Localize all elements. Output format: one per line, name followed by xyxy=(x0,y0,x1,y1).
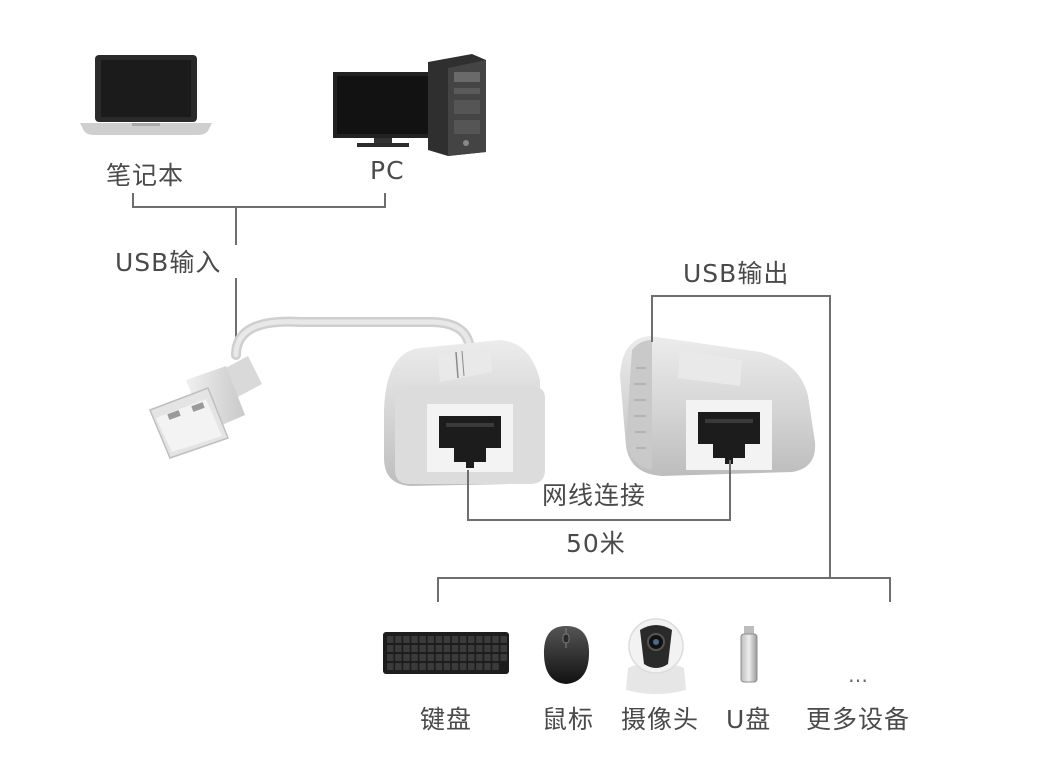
keyboard-key xyxy=(492,654,499,661)
keyboard-key xyxy=(443,645,451,652)
keyboard-key xyxy=(484,663,491,670)
laptop-icon xyxy=(80,55,212,135)
mouse-icon xyxy=(543,626,590,684)
keyboard-key xyxy=(419,645,426,652)
keyboard-key xyxy=(395,663,402,670)
sender-extender-unit xyxy=(384,340,545,486)
keyboard-key xyxy=(459,654,467,661)
keyboard-key xyxy=(411,654,418,661)
keyboard-key xyxy=(411,636,418,643)
keyboard-key xyxy=(468,636,475,643)
keyboard-key xyxy=(403,636,410,643)
keyboard-key xyxy=(451,645,459,652)
keyboard-key xyxy=(435,636,443,643)
keyboard-key xyxy=(451,654,459,661)
keyboard-key xyxy=(427,654,434,661)
ethernet-link-line xyxy=(467,460,731,521)
keyboard-key xyxy=(500,654,507,661)
keyboard-key xyxy=(451,636,459,643)
link-distance-label: 50米 xyxy=(566,529,626,558)
device-label-more: 更多设备 xyxy=(806,705,911,734)
keyboard-key xyxy=(500,645,507,652)
keyboard-key xyxy=(468,663,475,670)
pc-icon xyxy=(333,54,486,156)
keyboard-key xyxy=(427,636,434,643)
keyboard-key xyxy=(468,645,475,652)
keyboard-key xyxy=(403,654,410,661)
keyboard-key xyxy=(395,636,402,643)
keyboard-key xyxy=(484,654,491,661)
keyboard-key xyxy=(395,654,402,661)
more-devices-ellipsis: … xyxy=(848,663,868,687)
keyboard-key xyxy=(411,645,418,652)
keyboard-key xyxy=(459,636,467,643)
usb-plug xyxy=(149,316,475,459)
keyboard-key xyxy=(435,654,443,661)
keyboard-icon xyxy=(383,632,509,674)
keyboard-key xyxy=(459,663,467,670)
keyboard-key xyxy=(443,663,451,670)
keyboard-key xyxy=(492,636,499,643)
keyboard-key xyxy=(419,636,426,643)
device-label-camera: 摄像头 xyxy=(621,705,700,734)
keyboard-key xyxy=(443,654,451,661)
keyboard-key xyxy=(451,663,459,670)
keyboard-key xyxy=(492,663,499,670)
usb-output-connector-lines xyxy=(437,295,891,602)
keyboard-key xyxy=(476,636,483,643)
keyboard-key xyxy=(427,663,434,670)
keyboard-key xyxy=(387,663,394,670)
usb-drive-icon xyxy=(740,626,758,683)
receiver-extender-unit xyxy=(620,336,816,476)
device-label-mouse: 鼠标 xyxy=(542,705,595,734)
keyboard-key xyxy=(443,636,451,643)
usb-input-label: USB输入 xyxy=(115,248,222,277)
keyboard-key xyxy=(419,654,426,661)
keyboard-key xyxy=(419,663,426,670)
keyboard-key xyxy=(476,663,483,670)
ethernet-link-label: 网线连接 xyxy=(542,481,647,510)
keyboard-key xyxy=(387,636,394,643)
keyboard-key xyxy=(468,654,475,661)
laptop-label: 笔记本 xyxy=(106,161,185,190)
usb-output-label: USB输出 xyxy=(683,259,790,288)
keyboard-key xyxy=(500,636,507,643)
pc-label: PC xyxy=(370,156,405,185)
keyboard-key xyxy=(484,636,491,643)
keyboard-key xyxy=(387,654,394,661)
device-label-keyboard: 键盘 xyxy=(420,705,473,734)
keyboard-key xyxy=(427,645,434,652)
keyboard-key xyxy=(395,645,402,652)
keyboard-key xyxy=(435,645,443,652)
keyboard-key xyxy=(476,645,483,652)
keyboard-key xyxy=(403,645,410,652)
camera-icon xyxy=(626,618,686,694)
keyboard-key xyxy=(403,663,410,670)
keyboard-key xyxy=(411,663,418,670)
keyboard-key xyxy=(484,645,491,652)
device-label-usb-drive: U盘 xyxy=(726,705,772,734)
keyboard-key xyxy=(476,654,483,661)
keyboard-key xyxy=(492,645,499,652)
keyboard-key xyxy=(387,645,394,652)
keyboard-key xyxy=(459,645,467,652)
keyboard-key xyxy=(435,663,443,670)
